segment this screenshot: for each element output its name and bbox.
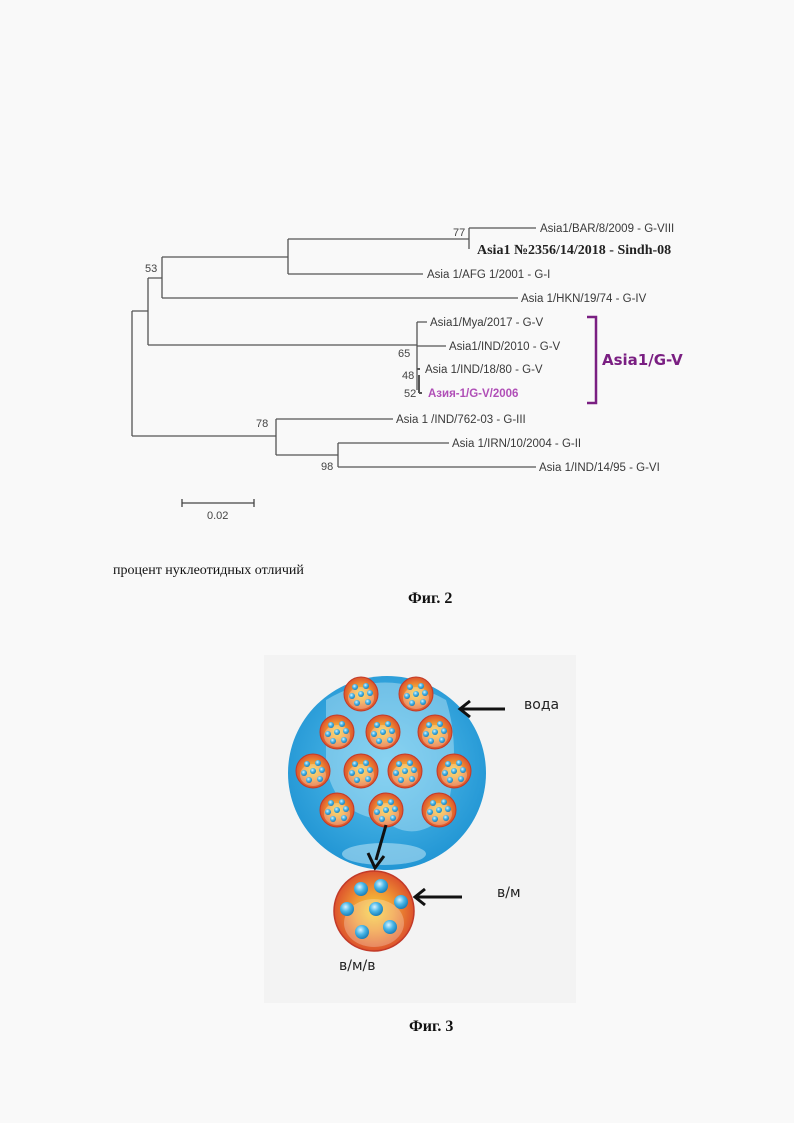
clade-bracket — [587, 315, 598, 405]
branch-node78 — [275, 418, 393, 456]
branch-bar-sindh-afg — [287, 238, 469, 275]
phylogenetic-tree: Asia1/BAR/8/2009 - G-VIII Asia1 №2356/14… — [131, 223, 683, 522]
axis-note: процент нуклеотидных отличий — [113, 563, 304, 578]
droplet — [343, 676, 379, 712]
scale-bar-label: 0.02 — [207, 510, 228, 522]
bootstrap-78: 78 — [256, 418, 268, 430]
bootstrap-77: 77 — [453, 227, 465, 239]
leaf-label-mya: Asia1/Mya/2017 - G-V — [430, 317, 543, 329]
figure-2-caption: Фиг. 2 — [408, 590, 453, 607]
arrow-down — [374, 824, 388, 861]
arrow-wo — [412, 887, 462, 907]
branch-node53-inner — [161, 256, 518, 299]
bootstrap-98: 98 — [321, 461, 333, 473]
arrow-water — [457, 699, 505, 719]
leaf-label-ind1880: Asia 1/IND/18/80 - G-V — [425, 364, 543, 376]
droplet — [387, 753, 423, 789]
emulsion-diagram: вода в/м в/м/в — [264, 655, 576, 1003]
droplet — [368, 792, 404, 828]
droplet — [436, 753, 472, 789]
branch-node98 — [337, 442, 536, 468]
clade-label: Asia1/G-V — [602, 351, 683, 369]
leaf-label-hkn: Asia 1/HKN/19/74 - G-IV — [521, 293, 647, 305]
droplet — [343, 753, 379, 789]
bootstrap-53: 53 — [145, 263, 157, 275]
branch-node77 — [468, 227, 536, 249]
scale-bar — [181, 499, 255, 507]
droplet — [421, 792, 457, 828]
droplet — [295, 753, 331, 789]
leaf-label-ind2010: Asia1/IND/2010 - G-V — [449, 341, 561, 353]
branch-node53 — [147, 277, 417, 346]
droplet — [417, 714, 453, 750]
emulsion-svg: вода в/м в/м/в — [288, 676, 559, 974]
bootstrap-52: 52 — [404, 388, 416, 400]
leaf-label-ind1495: Asia 1/IND/14/95 - G-VI — [539, 462, 660, 474]
label-wo: в/м — [497, 885, 521, 901]
leaf-label-afg: Asia 1/AFG 1/2001 - G-I — [427, 269, 550, 281]
branch-gv-clade — [416, 321, 446, 390]
leaf-label-ind762: Asia 1 /IND/762-03 - G-III — [396, 414, 526, 426]
leaf-label-azia: Азия-1/G-V/2006 — [428, 388, 518, 400]
droplet — [319, 714, 355, 750]
leaf-label-irn: Asia 1/IRN/10/2004 - G-II — [452, 438, 581, 450]
leaf-label-sindh: Asia1 №2356/14/2018 - Sindh-08 — [477, 243, 671, 258]
label-wow: в/м/в — [339, 958, 376, 974]
bootstrap-48: 48 — [402, 370, 414, 382]
figure-3-caption: Фиг. 3 — [409, 1018, 454, 1035]
label-water: вода — [524, 697, 559, 713]
tree-branches — [131, 227, 536, 468]
bootstrap-65: 65 — [398, 348, 410, 360]
droplet — [319, 792, 355, 828]
branch-gv-sub — [417, 368, 422, 394]
droplet — [365, 714, 401, 750]
branch-root — [131, 310, 276, 437]
droplet — [398, 676, 434, 712]
zoomed-droplet — [333, 870, 415, 952]
leaf-label-bar: Asia1/BAR/8/2009 - G-VIII — [540, 223, 674, 235]
